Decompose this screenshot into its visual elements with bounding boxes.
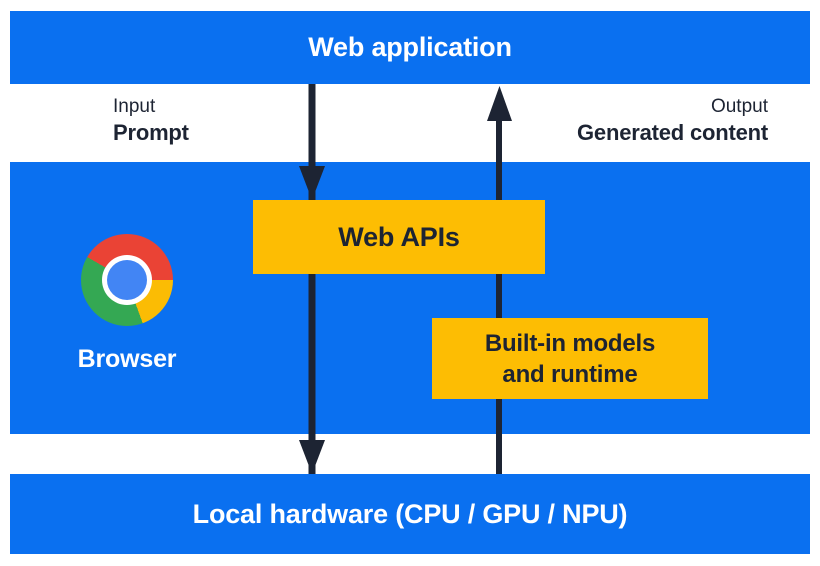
chrome-logo-center [107,260,147,300]
local-hardware-label: Local hardware (CPU / GPU / NPU) [192,498,628,529]
prompt-label: Prompt [113,120,189,145]
web-application-bar: Web application [10,11,810,84]
generated-content-label: Generated content [577,120,768,145]
builtin-models-label-line1: Built-in models [484,329,656,357]
chrome-logo-icon [81,234,173,326]
builtin-models-box: Built-in models and runtime [432,318,708,399]
web-apis-label: Web APIs [338,221,460,252]
input-label: Input [113,96,156,117]
builtin-models-label-line2: and runtime [502,360,638,388]
output-label-group: Output Generated content [577,95,768,147]
web-apis-box: Web APIs [253,200,545,274]
browser-label: Browser [77,345,177,373]
web-application-label: Web application [308,32,512,62]
input-label-group: Input Prompt [113,95,189,147]
output-label: Output [710,96,768,117]
local-hardware-bar: Local hardware (CPU / GPU / NPU) [10,474,810,554]
